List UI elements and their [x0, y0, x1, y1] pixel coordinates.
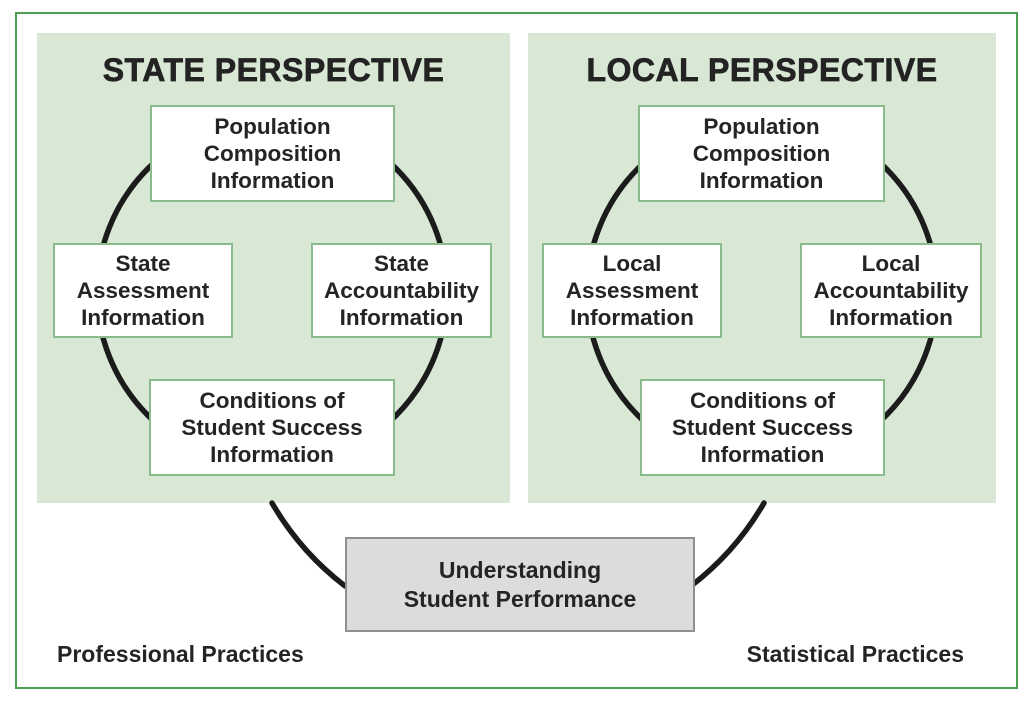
box-line: Information [699, 168, 824, 193]
box-line: Accountability [323, 278, 480, 303]
box-line: Local [602, 251, 662, 276]
box-line: Population [703, 114, 820, 139]
box-line: Information [829, 305, 953, 330]
state-population-composition-box: Population Composition Information [150, 105, 395, 202]
box-line: State [115, 251, 171, 276]
statistical-practices-label: Statistical Practices [746, 641, 964, 667]
box-line: Student Success [181, 415, 363, 440]
box-line: Information [700, 442, 825, 467]
box-line: Information [339, 305, 464, 330]
box-line: Information [570, 305, 694, 330]
state-conditions-box: Conditions of Student Success Informatio… [149, 379, 395, 476]
box-line: Conditions of [199, 388, 345, 413]
box-line: Local [861, 251, 921, 276]
box-line: State [373, 251, 430, 276]
box-line: Population [214, 114, 331, 139]
box-line: Conditions of [690, 388, 835, 413]
box-line: Information [81, 305, 205, 330]
box-line: Assessment [76, 278, 210, 303]
box-line: Assessment [565, 278, 699, 303]
state-assessment-box: State Assessment Information [53, 243, 233, 338]
local-perspective-title: LOCAL PERSPECTIVE [586, 52, 938, 89]
local-accountability-box: Local Accountability Information [800, 243, 982, 338]
local-conditions-box: Conditions of Student Success Informatio… [640, 379, 885, 476]
local-assessment-box: Local Assessment Information [542, 243, 722, 338]
box-line: Information [210, 168, 335, 193]
box-line: Student Performance [403, 585, 637, 612]
box-line: Composition [692, 141, 831, 166]
state-accountability-box: State Accountability Information [311, 243, 492, 338]
professional-practices-label: Professional Practices [57, 641, 304, 667]
local-population-composition-box: Population Composition Information [638, 105, 885, 202]
understanding-student-performance-box: Understanding Student Performance [345, 537, 695, 632]
state-perspective-title: STATE PERSPECTIVE [102, 52, 445, 89]
box-line: Information [210, 442, 334, 467]
box-line: Understanding [438, 556, 602, 583]
box-line: Student Success [671, 415, 854, 440]
box-line: Accountability [813, 278, 969, 303]
box-line: Composition [203, 141, 342, 166]
